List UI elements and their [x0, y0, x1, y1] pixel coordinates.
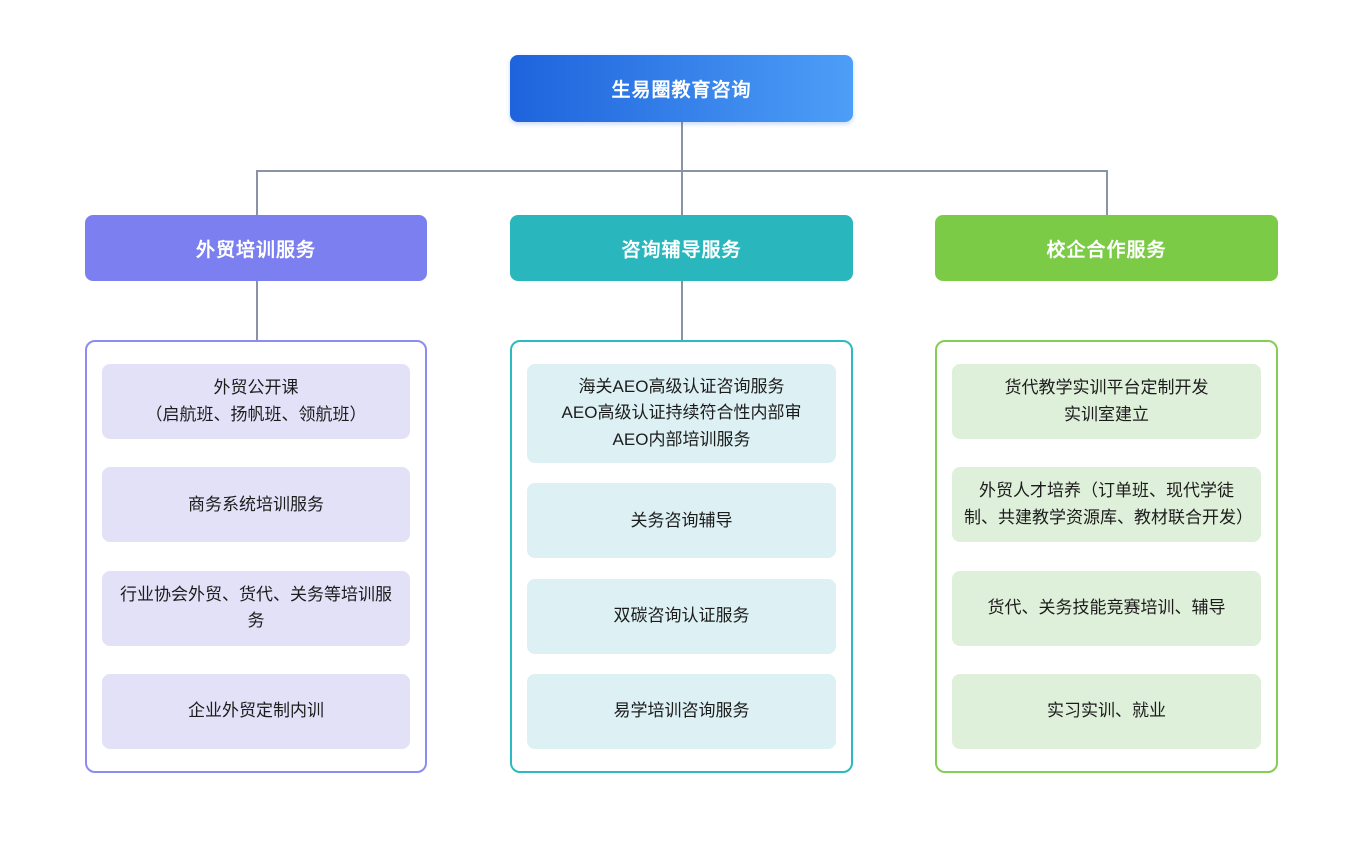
- branch-box-school-enterprise[interactable]: 货代教学实训平台定制开发 实训室建立 外贸人才培养（订单班、现代学徒制、共建教学…: [935, 340, 1278, 773]
- connector-branch-1-to-box: [256, 281, 258, 340]
- branch-header-label: 校企合作服务: [1046, 239, 1167, 261]
- leaf-node-label: 行业协会外贸、货代、关务等培训服务: [120, 584, 392, 631]
- leaf-node-label: 易学培训咨询服务: [613, 701, 750, 721]
- leaf-node[interactable]: 海关AEO高级认证咨询服务 AEO高级认证持续符合性内部审 AEO内部培训服务: [527, 364, 836, 464]
- leaf-node[interactable]: 实习实训、就业: [952, 673, 1261, 749]
- branch-header-consulting[interactable]: 咨询辅导服务: [510, 215, 853, 281]
- connector-bus-to-branch-3: [1106, 170, 1108, 215]
- branch-header-label: 外贸培训服务: [195, 239, 316, 261]
- leaf-node[interactable]: 关务咨询辅导: [527, 483, 836, 559]
- leaf-node[interactable]: 外贸人才培养（订单班、现代学徒制、共建教学资源库、教材联合开发）: [952, 467, 1261, 543]
- leaf-node-label: 实习实训、就业: [1047, 701, 1166, 721]
- branch-header-school-enterprise[interactable]: 校企合作服务: [935, 215, 1278, 281]
- branch-header-trade-training[interactable]: 外贸培训服务: [85, 215, 427, 281]
- leaf-node[interactable]: 易学培训咨询服务: [527, 673, 836, 749]
- connector-root-to-bus: [681, 122, 683, 215]
- branch-box-trade-training[interactable]: 外贸公开课 （启航班、扬帆班、领航班） 商务系统培训服务 行业协会外贸、货代、关…: [85, 340, 427, 773]
- branch-box-consulting[interactable]: 海关AEO高级认证咨询服务 AEO高级认证持续符合性内部审 AEO内部培训服务 …: [510, 340, 853, 773]
- connector-branch-2-to-box: [681, 281, 683, 340]
- root-node-label: 生易圈教育咨询: [611, 80, 752, 101]
- leaf-node[interactable]: 货代教学实训平台定制开发 实训室建立: [952, 364, 1261, 439]
- leaf-node[interactable]: 企业外贸定制内训: [102, 673, 410, 749]
- leaf-node[interactable]: 货代、关务技能竞赛培训、辅导: [952, 570, 1261, 646]
- leaf-node-label: 外贸人才培养（订单班、现代学徒制、共建教学资源库、教材联合开发）: [964, 481, 1253, 527]
- leaf-node-label: 外贸公开课 （启航班、扬帆班、领航班）: [145, 378, 367, 424]
- leaf-node-label: 海关AEO高级认证咨询服务 AEO高级认证持续符合性内部审 AEO内部培训服务: [561, 377, 802, 449]
- leaf-node-label: 商务系统培训服务: [188, 494, 324, 514]
- leaf-node[interactable]: 行业协会外贸、货代、关务等培训服务: [102, 570, 410, 646]
- connector-horizontal-bus: [256, 170, 1107, 172]
- leaf-node[interactable]: 双碳咨询认证服务: [527, 578, 836, 654]
- leaf-node[interactable]: 外贸公开课 （启航班、扬帆班、领航班）: [102, 364, 410, 439]
- leaf-node[interactable]: 商务系统培训服务: [102, 467, 410, 543]
- connector-bus-to-branch-1: [256, 170, 258, 215]
- leaf-node-label: 货代教学实训平台定制开发 实训室建立: [1004, 378, 1209, 424]
- branch-header-label: 咨询辅导服务: [621, 239, 742, 261]
- leaf-node-label: 货代、关务技能竞赛培训、辅导: [987, 597, 1226, 617]
- leaf-node-label: 关务咨询辅导: [630, 510, 733, 530]
- leaf-node-label: 企业外贸定制内训: [188, 701, 324, 721]
- leaf-node-label: 双碳咨询认证服务: [613, 605, 750, 625]
- root-node[interactable]: 生易圈教育咨询: [510, 55, 853, 122]
